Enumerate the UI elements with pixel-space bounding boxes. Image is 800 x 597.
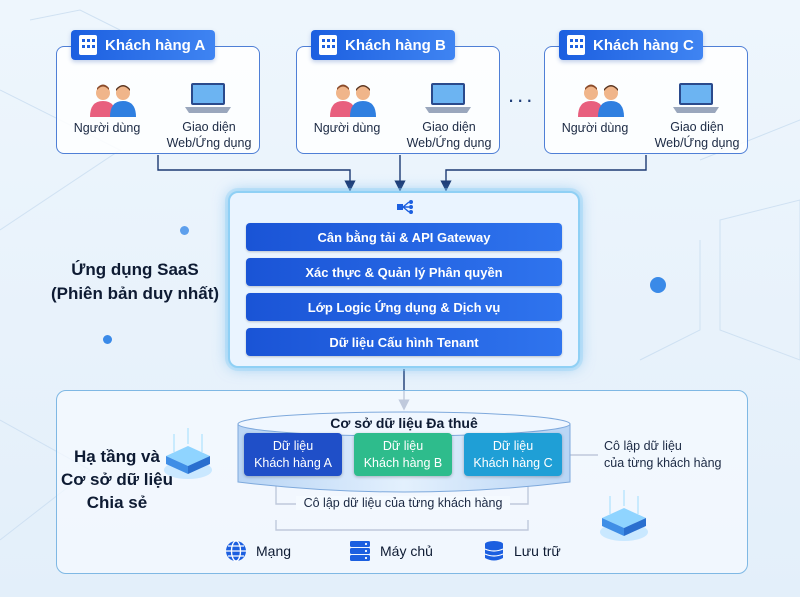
infrastructure-label-line1: Hạ tầng và	[74, 447, 160, 466]
customer-name: Khách hàng A	[105, 36, 206, 54]
building-icon	[79, 35, 97, 55]
tenant-data-a-line1: Dữ liệu	[272, 438, 314, 453]
web-app-label: Giao diện Web/Ứng dụng	[649, 119, 745, 151]
tenant-data-b: Dữ liệu Khách hàng B	[354, 433, 452, 476]
tenant-data-b-line1: Dữ liệu	[382, 438, 424, 453]
load-balancer-icon	[397, 200, 413, 214]
saas-layer-logic: Lớp Logic Ứng dụng & Dịch vụ	[246, 293, 562, 321]
isolation-side-note-line2: của từng khách hàng	[604, 456, 722, 470]
web-app-label-line1: Giao diện	[182, 120, 236, 134]
isolation-label: Cô lập dữ liệu của từng khách hàng	[296, 496, 510, 510]
building-icon	[567, 35, 585, 55]
resource-server: Máy chủ	[348, 538, 433, 564]
saas-label-subtitle: (Phiên bản duy nhất)	[50, 284, 220, 303]
customer-tab-b: Khách hàng B	[311, 30, 455, 60]
resource-network: Mạng	[224, 538, 291, 564]
globe-icon	[226, 540, 246, 562]
laptop-icon	[425, 83, 471, 113]
customer-tab-a: Khách hàng A	[71, 30, 215, 60]
saas-layer-load-balancer: Cân bằng tải & API Gateway	[246, 223, 562, 251]
resource-network-label: Mạng	[256, 543, 292, 559]
users-icon	[90, 84, 136, 117]
tenant-data-b-line2: Khách hàng B	[363, 455, 443, 470]
customer-name: Khách hàng B	[345, 36, 446, 54]
saas-layer-auth: Xác thực & Quản lý Phân quyền	[246, 258, 562, 286]
customer-card-c: Khách hàng C Người dùng Giao diện Web/Ứn…	[544, 30, 748, 154]
infrastructure-label-line2: Cơ sở dữ liệu	[60, 470, 174, 489]
web-app-label: Giao diện Web/Ứng dụng	[401, 119, 497, 151]
users-label: Người dùng	[561, 121, 629, 135]
saas-layer-tenant-config: Dữ liệu Cấu hình Tenant	[246, 328, 562, 356]
server-cube-icon	[164, 428, 212, 479]
web-app-label-line2: Web/Ứng dụng	[166, 136, 252, 150]
tenant-data-a: Dữ liệu Khách hàng A	[244, 433, 342, 476]
resource-server-label: Máy chủ	[380, 543, 433, 559]
users-icon	[330, 84, 376, 117]
more-customers-ellipsis: ...	[508, 82, 536, 107]
isolation-side-note: Cô lập dữ liệu của từng khách hàng	[604, 438, 734, 472]
users-label: Người dùng	[313, 121, 381, 135]
resource-storage-label: Lưu trữ	[514, 543, 561, 559]
web-app-label-line1: Giao diện	[422, 120, 476, 134]
customer-tab-c: Khách hàng C	[559, 30, 703, 60]
database-title: Cơ sở dữ liệu Đa thuê	[330, 415, 478, 431]
tenant-data-c: Dữ liệu Khách hàng C	[464, 433, 562, 476]
tenant-data-c-line1: Dữ liệu	[492, 438, 534, 453]
users-label: Người dùng	[73, 121, 141, 135]
saas-application-panel: Cân bằng tải & API Gateway Xác thực & Qu…	[228, 191, 580, 368]
users-icon	[578, 84, 624, 117]
infrastructure-label-line3: Chia sẻ	[86, 493, 148, 512]
server-icon	[350, 541, 370, 561]
tenant-data-a-line2: Khách hàng A	[254, 455, 332, 470]
saas-label-title: Ứng dụng SaaS	[71, 260, 199, 279]
laptop-icon	[185, 83, 231, 113]
decor-dot	[103, 335, 112, 344]
web-app-label: Giao diện Web/Ứng dụng	[161, 119, 257, 151]
isolation-side-note-line1: Cô lập dữ liệu	[604, 439, 682, 453]
laptop-icon	[673, 83, 719, 113]
decor-dot	[180, 226, 189, 235]
web-app-label-line2: Web/Ứng dụng	[406, 136, 492, 150]
decor-dot	[650, 277, 666, 293]
resource-storage: Lưu trữ	[482, 538, 561, 564]
storage-icon	[484, 541, 504, 561]
web-app-label-line2: Web/Ứng dụng	[654, 136, 740, 150]
web-app-label-line1: Giao diện	[670, 120, 724, 134]
server-cube-icon	[600, 490, 648, 541]
saas-label: Ứng dụng SaaS (Phiên bản duy nhất)	[40, 258, 230, 306]
customer-card-b: Khách hàng B Người dùng Giao diện Web/Ứn…	[296, 30, 500, 154]
customer-card-a: Khách hàng A Người dùng Giao diện Web/Ứn…	[56, 30, 260, 154]
building-icon	[319, 35, 337, 55]
tenant-data-c-line2: Khách hàng C	[473, 455, 553, 470]
infrastructure-label: Hạ tầng và Cơ sở dữ liệu Chia sẻ	[42, 445, 192, 514]
customer-name: Khách hàng C	[593, 36, 694, 54]
